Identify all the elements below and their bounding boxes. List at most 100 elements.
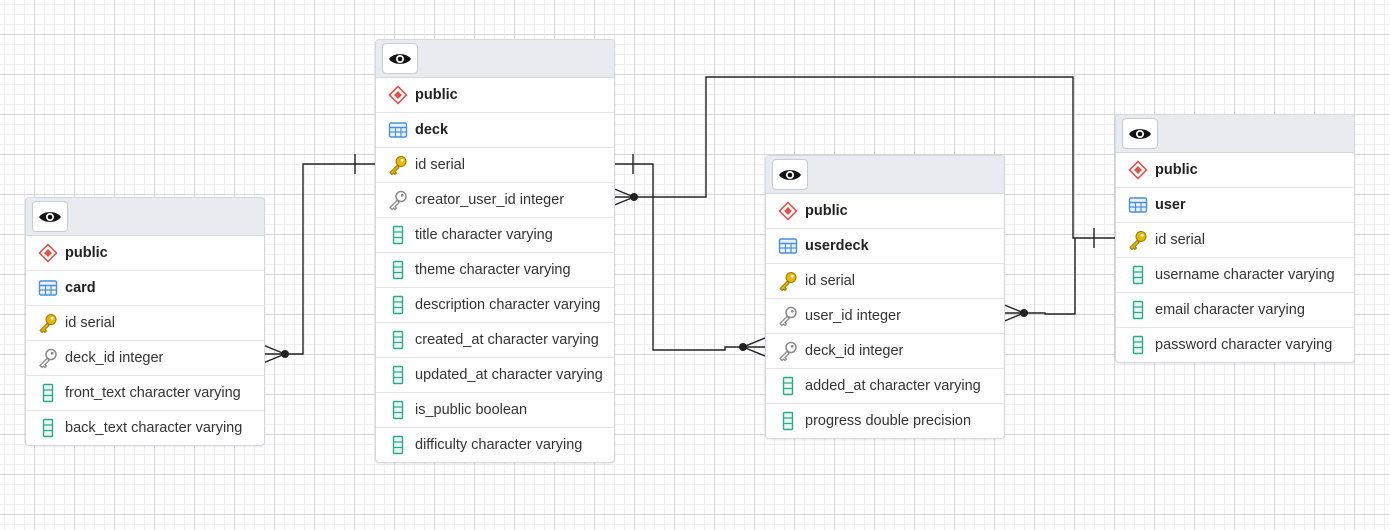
table-name-row[interactable]: deck [376, 113, 614, 148]
table-header[interactable] [26, 198, 264, 236]
row-label: deck_id integer [805, 343, 904, 359]
schema-row[interactable]: public [26, 236, 264, 271]
row-label: user [1155, 197, 1186, 213]
eye-icon [388, 51, 412, 67]
schema-icon [777, 200, 799, 222]
row-label: public [415, 87, 458, 103]
column-row[interactable]: password character varying [1116, 328, 1354, 362]
column-row[interactable]: added_at character varying [766, 369, 1004, 404]
column-row[interactable]: deck_id integer [26, 341, 264, 376]
relation-deck-user[interactable] [611, 76, 1115, 248]
column-icon [777, 410, 799, 432]
row-label: title character varying [415, 227, 553, 243]
column-row[interactable]: id serial [766, 264, 1004, 299]
table-name-row[interactable]: userdeck [766, 229, 1004, 264]
column-row[interactable]: progress double precision [766, 404, 1004, 438]
primary-key-icon [37, 312, 59, 334]
column-icon [387, 294, 409, 316]
eye-icon [38, 209, 62, 225]
row-label: password character varying [1155, 337, 1333, 353]
table-icon [387, 119, 409, 141]
row-label: card [65, 280, 96, 296]
row-label: email character varying [1155, 302, 1305, 318]
table-card[interactable]: public card id serial deck_id integer front_… [25, 197, 265, 446]
column-row[interactable]: username character varying [1116, 258, 1354, 293]
schema-row[interactable]: public [1116, 153, 1354, 188]
table-icon [37, 277, 59, 299]
relation-dot [630, 193, 638, 201]
view-data-button[interactable] [32, 201, 68, 232]
table-header[interactable] [376, 40, 614, 78]
column-row[interactable]: id serial [376, 148, 614, 183]
relation-userdeck-user[interactable] [1001, 238, 1076, 323]
row-label: description character varying [415, 297, 601, 313]
foreign-key-icon [777, 305, 799, 327]
row-label: deck_id integer [65, 350, 164, 366]
column-row[interactable]: difficulty character varying [376, 428, 614, 462]
foreign-key-icon [777, 340, 799, 362]
column-icon [387, 259, 409, 281]
column-row[interactable]: is_public boolean [376, 393, 614, 428]
table-userdeck[interactable]: public userdeck id serial user_id integer de… [765, 155, 1005, 439]
column-row[interactable]: theme character varying [376, 253, 614, 288]
relation-line [1002, 238, 1076, 315]
column-icon [387, 364, 409, 386]
schema-row[interactable]: public [766, 194, 1004, 229]
row-label: id serial [415, 157, 465, 173]
row-label: updated_at character varying [415, 367, 603, 383]
view-data-button[interactable] [1122, 118, 1158, 149]
table-name-row[interactable]: user [1116, 188, 1354, 223]
row-label: id serial [805, 273, 855, 289]
relation-dot [1020, 309, 1028, 317]
column-row[interactable]: back_text character varying [26, 411, 264, 445]
column-icon [387, 224, 409, 246]
view-data-button[interactable] [382, 43, 418, 74]
table-header[interactable] [766, 156, 1004, 194]
schema-row[interactable]: public [376, 78, 614, 113]
primary-key-icon [387, 154, 409, 176]
column-row[interactable]: created_at character varying [376, 323, 614, 358]
row-label: front_text character varying [65, 385, 241, 401]
relation-card-deck[interactable] [262, 154, 375, 364]
row-label: progress double precision [805, 413, 972, 429]
table-name-row[interactable]: card [26, 271, 264, 306]
table-header[interactable] [1116, 115, 1354, 153]
table-deck[interactable]: public deck id serial creator_user_id integ… [375, 39, 615, 463]
column-icon [37, 382, 59, 404]
row-label: theme character varying [415, 262, 571, 278]
row-label: username character varying [1155, 267, 1335, 283]
view-data-button[interactable] [772, 159, 808, 190]
relation-dot [281, 350, 289, 358]
table-icon [777, 235, 799, 257]
column-row[interactable]: updated_at character varying [376, 358, 614, 393]
schema-icon [387, 84, 409, 106]
column-icon [387, 329, 409, 351]
primary-key-icon [777, 270, 799, 292]
schema-icon [37, 242, 59, 264]
relation-line [263, 163, 375, 355]
foreign-key-icon [37, 347, 59, 369]
eye-icon [1128, 126, 1152, 142]
column-row[interactable]: id serial [26, 306, 264, 341]
column-row[interactable]: creator_user_id integer [376, 183, 614, 218]
table-user[interactable]: public user id serial username character va… [1115, 114, 1355, 363]
column-icon [387, 434, 409, 456]
row-label: added_at character varying [805, 378, 981, 394]
row-label: back_text character varying [65, 420, 243, 436]
column-row[interactable]: id serial [1116, 223, 1354, 258]
column-row[interactable]: user_id integer [766, 299, 1004, 334]
row-label: public [805, 203, 848, 219]
row-label: user_id integer [805, 308, 901, 324]
relation-dot [739, 343, 747, 351]
column-icon [1127, 334, 1149, 356]
relation-userdeck-deck[interactable] [612, 154, 766, 357]
column-row[interactable]: description character varying [376, 288, 614, 323]
column-row[interactable]: email character varying [1116, 293, 1354, 328]
foreign-key-icon [387, 189, 409, 211]
column-row[interactable]: deck_id integer [766, 334, 1004, 369]
column-row[interactable]: front_text character varying [26, 376, 264, 411]
column-icon [387, 399, 409, 421]
column-row[interactable]: title character varying [376, 218, 614, 253]
